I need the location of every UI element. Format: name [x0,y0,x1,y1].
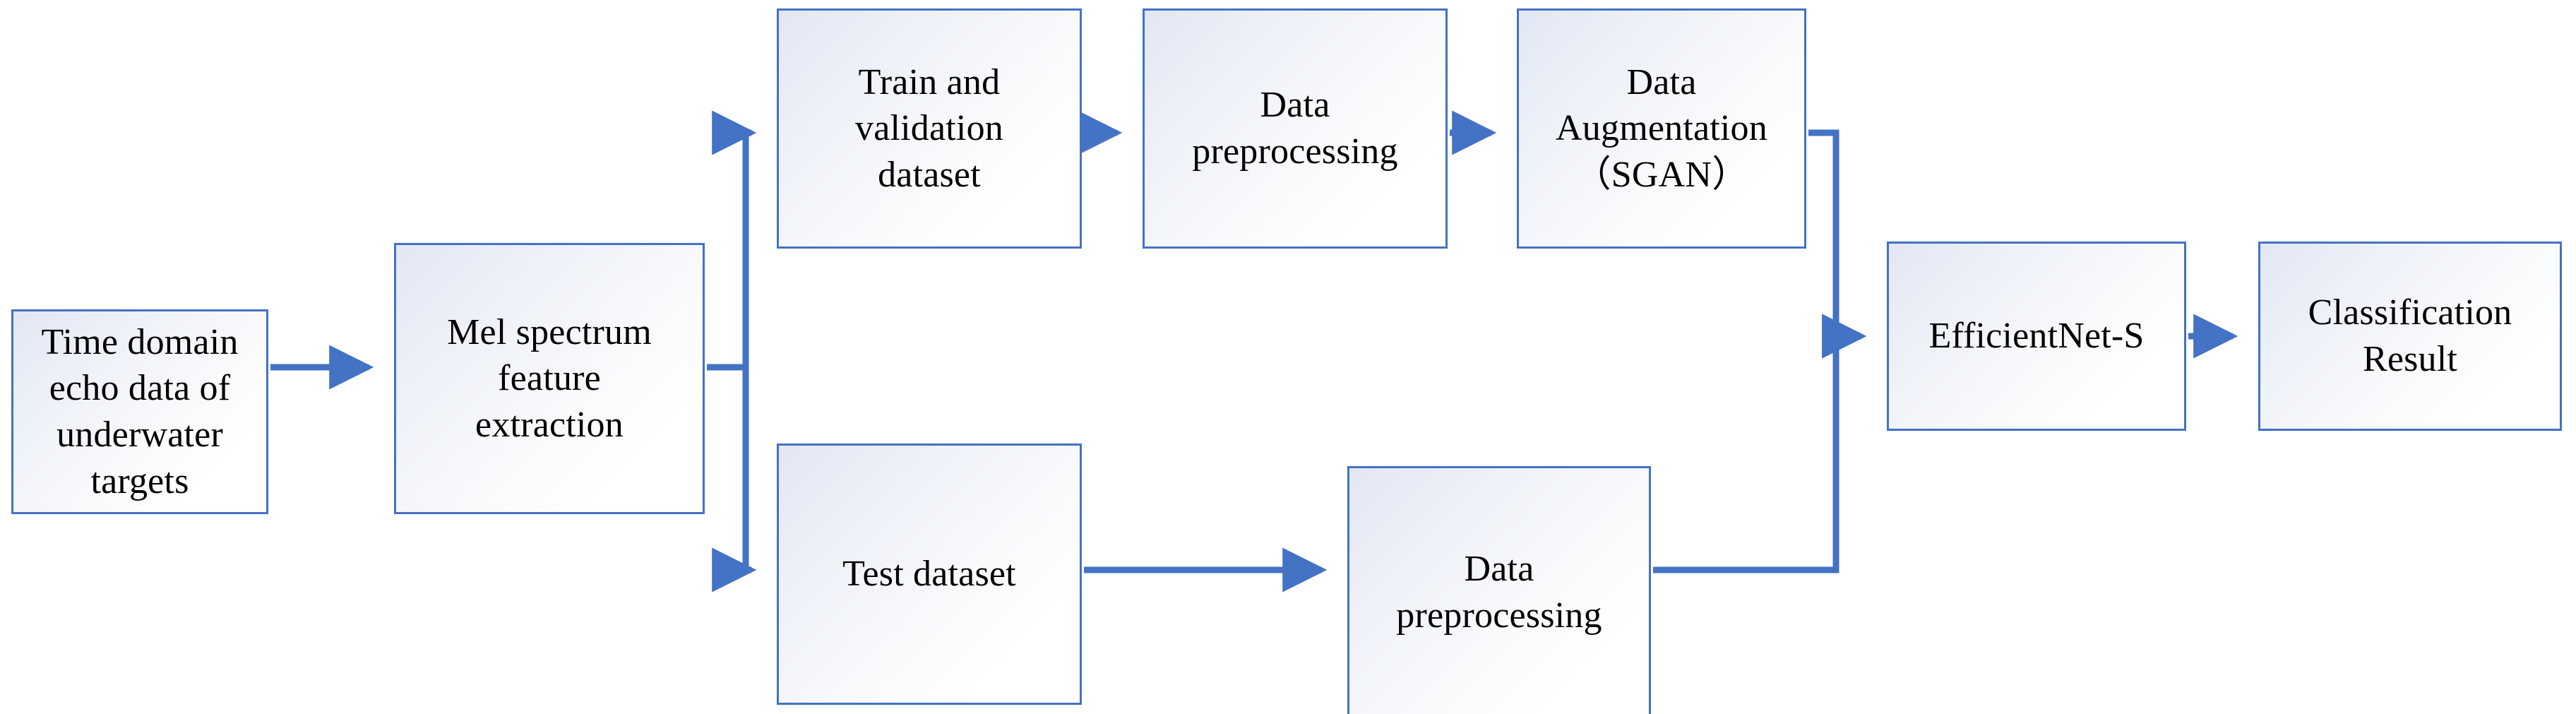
node-data-augmentation-sgan[interactable]: Data Augmentation （SGAN） [1517,8,1806,249]
edge-mel-to-train [707,110,757,371]
node-time-domain-echo-data[interactable]: Time domain echo data of underwater targ… [11,309,268,514]
edge-mel-to-test [707,364,757,593]
node-train-validation-dataset[interactable]: Train and validation dataset [777,8,1082,249]
node-mel-spectrum-feature[interactable]: Mel spectrum feature extraction [394,243,705,514]
node-classification-result[interactable]: Classification Result [2258,242,2562,431]
node-test-dataset[interactable]: Test dataset [777,444,1082,705]
node-efficientnet-s[interactable]: EfficientNet-S [1887,242,2186,431]
node-data-preprocessing-top[interactable]: Data preprocessing [1143,8,1448,249]
node-data-preprocessing-bottom[interactable]: Data preprocessing [1347,466,1651,714]
edge-augment-to-effnet [1808,129,1867,359]
edge-preprocess-to-effnet [1653,314,1867,573]
